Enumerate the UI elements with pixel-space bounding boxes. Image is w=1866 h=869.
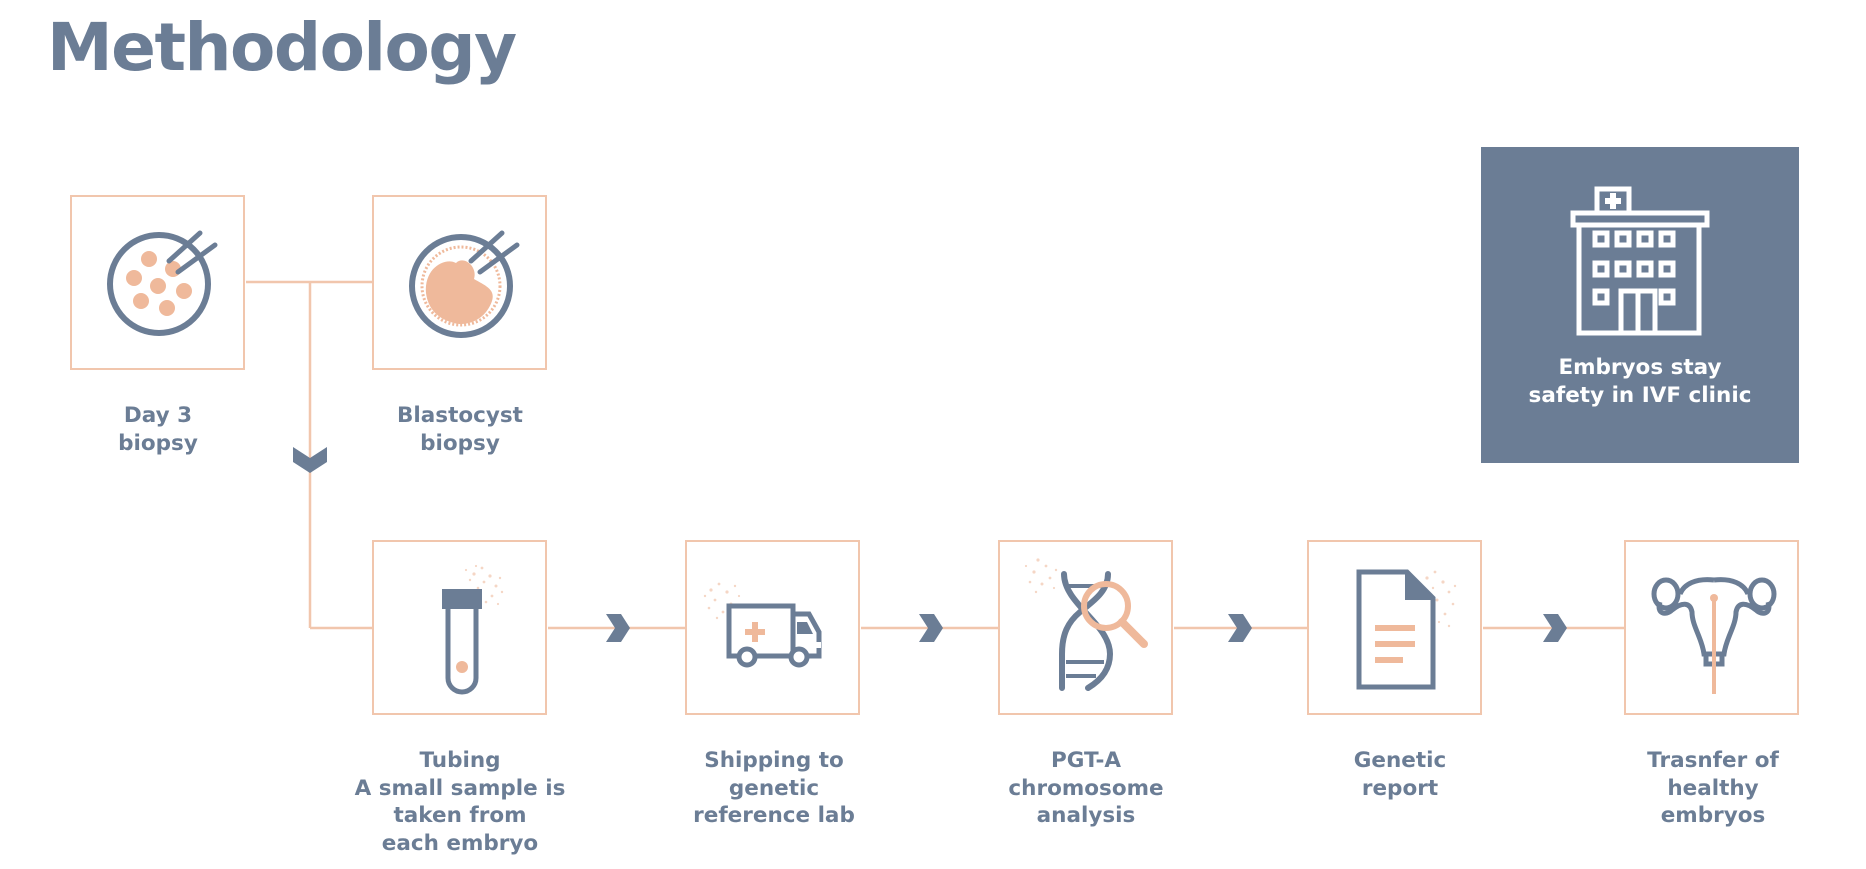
chevron-right-icon [1543, 614, 1567, 642]
blastocyst-biopsy-box [372, 195, 547, 370]
step-report-box [1307, 540, 1482, 715]
step-shipping-label: Shipping to genetic reference lab [693, 748, 855, 828]
petri-dish-blastocyst-icon [409, 230, 520, 338]
step-shipping-box [685, 540, 860, 715]
ivf-clinic-panel: Embryos stay safety in IVF clinic [1481, 147, 1799, 463]
blastocyst-biopsy-label: Blastocyst biopsy [397, 403, 523, 456]
petri-dish-cells-icon [107, 230, 218, 336]
step-tubing-box [372, 540, 547, 715]
ambulance-truck-icon [703, 582, 822, 668]
page-title: Methodology [47, 9, 517, 86]
document-report-icon [1356, 569, 1457, 690]
step-tubing-label: Tubing A small sample is taken from each… [354, 748, 566, 856]
ivf-clinic-label: Embryos stay safety in IVF clinic [1528, 355, 1752, 408]
chevron-right-icon [606, 614, 630, 642]
day3-biopsy-box [70, 195, 245, 370]
chevron-right-icon [919, 614, 943, 642]
step-transfer-box [1624, 540, 1799, 715]
step-transfer-label: Trasnfer of healthy embryos [1647, 748, 1779, 828]
step-report-label: Genetic report [1353, 748, 1447, 801]
uterus-icon [1651, 577, 1777, 694]
day3-biopsy-label: Day 3 biopsy [118, 403, 198, 456]
dna-magnifier-icon [1024, 558, 1148, 691]
test-tube-icon [442, 564, 504, 695]
hospital-building-icon [1570, 186, 1710, 336]
step-pgta-box [998, 540, 1173, 715]
chevron-down-icon [293, 447, 327, 473]
chevron-right-icon [1228, 614, 1252, 642]
step-pgta-label: PGT-A chromosome analysis [1008, 748, 1164, 828]
